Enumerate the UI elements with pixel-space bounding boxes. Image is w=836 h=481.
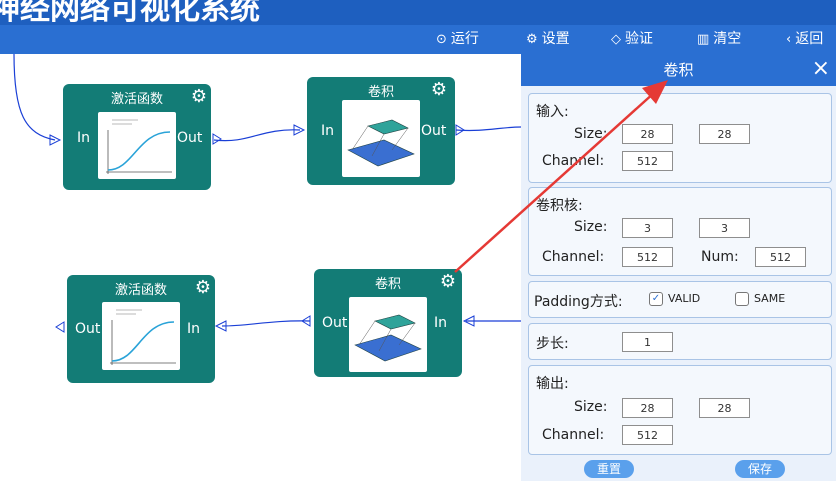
chevron-left-icon: ‹	[786, 32, 792, 47]
settings-label: 设置	[541, 31, 570, 47]
wire-arrowhead	[301, 315, 311, 327]
wire-arrowhead	[462, 315, 475, 327]
node-conv-bottom[interactable]: 卷积 ⚙ Out In	[314, 269, 462, 377]
input-section: 输入: Size: 28 28 Channel: 512	[528, 93, 832, 183]
output-channel-label: Channel:	[542, 427, 605, 443]
port-in[interactable]: In	[434, 315, 448, 331]
kernel-heading: 卷积核:	[536, 198, 583, 214]
toolbar: ⊙运行 ⚙设置 ◇ 验证 ▥清空 ‹返回	[0, 25, 836, 54]
wire-arrowhead	[55, 321, 65, 333]
valid-checkbox[interactable]: ✓	[649, 292, 663, 306]
port-in[interactable]: In	[321, 123, 335, 139]
kernel-channel-field[interactable]: 512	[622, 247, 673, 267]
padding-section: Padding方式: ✓ VALID SAME	[528, 281, 832, 318]
wire-conv-out	[455, 126, 522, 132]
port-out[interactable]: Out	[421, 123, 447, 139]
wire-arrowhead	[49, 134, 62, 146]
back-label: 返回	[795, 31, 824, 47]
port-out[interactable]: Out	[322, 315, 348, 331]
verify-button[interactable]: ◇ 验证	[611, 25, 653, 54]
wire-arrowhead	[212, 133, 222, 145]
properties-panel: 卷积 × 输入: Size: 28 28 Channel: 512 卷积核: S…	[521, 54, 836, 481]
convolution-diagram	[347, 119, 415, 167]
shield-check-icon: ◇	[611, 32, 621, 47]
convolution-thumbnail	[349, 297, 427, 372]
kernel-size-width-field[interactable]: 3	[622, 218, 673, 238]
wire-conv-to-act	[221, 320, 311, 327]
gear-icon[interactable]: ⚙	[194, 277, 211, 298]
kernel-section: 卷积核: Size: 3 3 Channel: 512 Num: 512	[528, 187, 832, 276]
run-button[interactable]: ⊙运行	[436, 25, 479, 54]
kernel-num-field[interactable]: 512	[755, 247, 806, 267]
node-title: 激活函数	[114, 283, 167, 298]
node-title: 卷积	[367, 85, 394, 100]
node-title: 激活函数	[110, 92, 163, 107]
valid-label: VALID	[668, 292, 701, 305]
same-label: SAME	[754, 292, 786, 305]
sigmoid-curve	[106, 119, 172, 174]
padding-label: Padding方式:	[534, 294, 623, 310]
output-size-label: Size:	[574, 399, 608, 415]
wire-act-to-conv	[213, 129, 301, 142]
port-in[interactable]: In	[187, 321, 201, 337]
clear-button[interactable]: ▥清空	[697, 25, 741, 54]
output-size-height-field[interactable]: 28	[699, 398, 750, 418]
stride-section: 步长: 1	[528, 323, 832, 360]
output-size-width-field[interactable]: 28	[622, 398, 673, 418]
reset-button[interactable]: 重置	[584, 460, 634, 478]
gear-icon[interactable]: ⚙	[430, 79, 447, 100]
save-button[interactable]: 保存	[735, 460, 785, 478]
input-channel-label: Channel:	[542, 153, 605, 169]
output-section: 输出: Size: 28 28 Channel: 512	[528, 365, 832, 455]
kernel-channel-label: Channel:	[542, 249, 605, 265]
stride-label: 步长:	[536, 336, 569, 352]
sigmoid-thumbnail	[98, 112, 176, 179]
output-channel-field[interactable]: 512	[622, 425, 673, 445]
title-bar: 神经网络可视化系统	[0, 0, 836, 25]
port-in[interactable]: In	[77, 130, 91, 146]
port-out[interactable]: Out	[75, 321, 101, 337]
run-label: 运行	[450, 31, 479, 47]
connection-wires	[13, 54, 522, 333]
gear-icon: ⚙	[526, 32, 538, 47]
input-size-label: Size:	[574, 126, 608, 142]
wire-arrowhead	[214, 320, 227, 332]
node-title: 卷积	[374, 277, 401, 292]
trash-icon: ▥	[697, 32, 710, 47]
stride-field[interactable]: 1	[622, 332, 673, 352]
sigmoid-thumbnail	[102, 302, 180, 370]
input-heading: 输入:	[536, 104, 569, 120]
node-activation-top[interactable]: 激活函数 ⚙ In Out	[63, 84, 211, 190]
convolution-thumbnail	[342, 100, 420, 177]
clear-label: 清空	[713, 31, 742, 47]
kernel-num-label: Num:	[701, 249, 739, 265]
verify-label: 验证	[625, 31, 653, 47]
kernel-size-height-field[interactable]: 3	[699, 218, 750, 238]
panel-title: 卷积	[663, 61, 694, 79]
wire-arrowhead	[293, 124, 306, 136]
panel-header: 卷积 ×	[521, 54, 836, 86]
output-heading: 输出:	[536, 376, 569, 392]
wire-incoming	[13, 54, 56, 141]
same-checkbox[interactable]	[735, 292, 749, 306]
play-circle-icon: ⊙	[436, 32, 447, 47]
input-channel-field[interactable]: 512	[622, 151, 673, 171]
convolution-diagram	[354, 314, 422, 362]
gear-icon[interactable]: ⚙	[190, 86, 207, 107]
gear-icon[interactable]: ⚙	[439, 271, 456, 292]
close-icon[interactable]: ×	[811, 56, 830, 81]
input-size-height-field[interactable]: 28	[699, 124, 750, 144]
node-conv-top[interactable]: 卷积 ⚙ In Out	[307, 77, 455, 185]
app-title: 神经网络可视化系统	[0, 0, 260, 25]
settings-button[interactable]: ⚙设置	[526, 25, 570, 54]
kernel-size-label: Size:	[574, 219, 608, 235]
back-button[interactable]: ‹返回	[786, 25, 823, 54]
sigmoid-curve	[110, 309, 176, 365]
node-activation-bottom[interactable]: 激活函数 ⚙ Out In	[67, 275, 215, 383]
input-size-width-field[interactable]: 28	[622, 124, 673, 144]
port-out[interactable]: Out	[177, 130, 203, 146]
